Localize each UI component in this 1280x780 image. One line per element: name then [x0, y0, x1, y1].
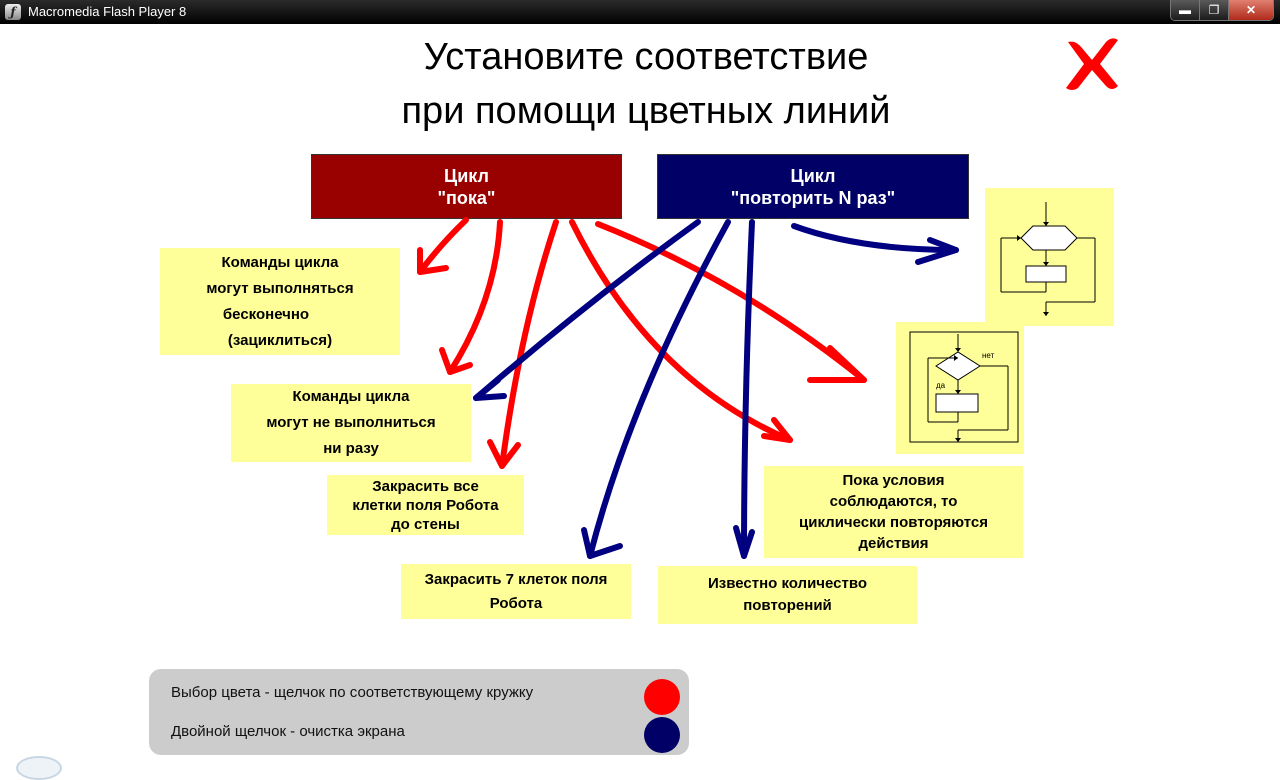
card-while-condition[interactable]: Пока условия соблюдаются, то циклически … — [764, 466, 1023, 558]
card-never-line1: Команды цикла — [292, 388, 410, 405]
navy-color-dot[interactable] — [644, 717, 680, 753]
loop-while-box: Цикл "пока" — [311, 154, 622, 219]
card-infinite[interactable]: Команды цикла могут выполняться бесконеч… — [160, 248, 400, 355]
navy-line-to-paint-seven — [587, 219, 731, 559]
card-while-condition-line4: действия — [858, 535, 929, 552]
close-window-button[interactable]: ✕ — [1229, 0, 1273, 20]
navy-line-to-never — [473, 219, 701, 401]
flowchart-while-diagram: нет да — [909, 331, 1019, 443]
card-infinite-line1: Команды цикла — [221, 253, 339, 271]
card-while-condition-line2: соблюдаются, то — [829, 493, 958, 510]
flowchart-yes-label: да — [936, 381, 946, 390]
red-x-icon[interactable] — [1062, 34, 1124, 92]
navy-line-to-flowchart-repeat — [791, 223, 959, 253]
window-controls: ▬ ❐ ✕ — [1170, 0, 1274, 21]
red-line-to-paint-wall — [499, 219, 559, 469]
loop-while-line1: Цикл — [444, 165, 489, 186]
card-infinite-line3: бесконечно — [222, 305, 310, 323]
legend-panel: Выбор цвета - щелчок по соответствующему… — [149, 669, 689, 755]
red-line-to-infinite — [417, 217, 469, 275]
card-while-condition-line3: циклически повторяются — [799, 514, 988, 531]
card-never-line3: ни разу — [323, 440, 379, 457]
task-heading-line1: Установите соответствие — [423, 36, 869, 78]
maximize-button[interactable]: ❐ — [1200, 0, 1229, 20]
card-paint-wall-line3: до стены — [391, 515, 460, 533]
task-heading: Установите соответствие при помощи цветн… — [300, 30, 992, 138]
loop-while-line2: "пока" — [437, 187, 496, 208]
card-while-condition-line1: Пока условия — [842, 472, 945, 489]
flowchart-repeat-card[interactable] — [985, 188, 1114, 326]
red-lines — [417, 217, 867, 469]
red-line-to-while-condition — [569, 219, 793, 443]
minimize-button[interactable]: ▬ — [1171, 0, 1200, 20]
flowchart-no-label: нет — [982, 351, 995, 360]
card-paint-seven-line2: Робота — [489, 594, 543, 612]
task-heading-line2: при помощи цветных линий — [401, 90, 891, 132]
navy-line-to-known-count — [741, 219, 755, 559]
loop-repeat-line1: Цикл — [790, 165, 836, 186]
card-known-count-line1: Известно количество — [707, 575, 868, 592]
flash-icon: ƒ — [5, 4, 21, 20]
red-line-to-never — [447, 219, 503, 375]
card-paint-seven-line1: Закрасить 7 клеток поля — [424, 570, 608, 588]
legend-clear-hint: Двойной щелчок - очистка экрана — [171, 723, 405, 740]
card-never[interactable]: Команды цикла могут не выполниться ни ра… — [231, 384, 471, 462]
legend-color-hint: Выбор цвета - щелчок по соответствующему… — [171, 684, 534, 701]
loop-repeat-box: Цикл "повторить N раз" — [657, 154, 969, 219]
card-never-line2: могут не выполниться — [266, 414, 436, 431]
card-paint-wall-line1: Закрасить все — [372, 477, 479, 495]
window-title: Macromedia Flash Player 8 — [28, 4, 187, 19]
red-line-to-flowchart-while — [595, 221, 867, 383]
card-known-count-line2: повторений — [743, 597, 832, 614]
window-titlebar: ƒ Macromedia Flash Player 8 ▬ ❐ ✕ — [0, 0, 1280, 24]
card-infinite-line2: могут выполняться — [206, 279, 354, 297]
corner-orb — [16, 756, 62, 780]
card-paint-wall[interactable]: Закрасить все клетки поля Робота до стен… — [327, 475, 524, 535]
card-paint-seven[interactable]: Закрасить 7 клеток поля Робота — [401, 564, 631, 619]
red-color-dot[interactable] — [644, 679, 680, 715]
flowchart-while-card[interactable]: нет да — [896, 322, 1024, 454]
loop-repeat-line2: "повторить N раз" — [730, 187, 896, 208]
flowchart-repeat-diagram — [1000, 202, 1096, 316]
card-paint-wall-line2: клетки поля Робота — [352, 496, 499, 514]
card-infinite-line4: (зациклиться) — [227, 331, 333, 349]
card-known-count[interactable]: Известно количество повторений — [658, 566, 917, 624]
